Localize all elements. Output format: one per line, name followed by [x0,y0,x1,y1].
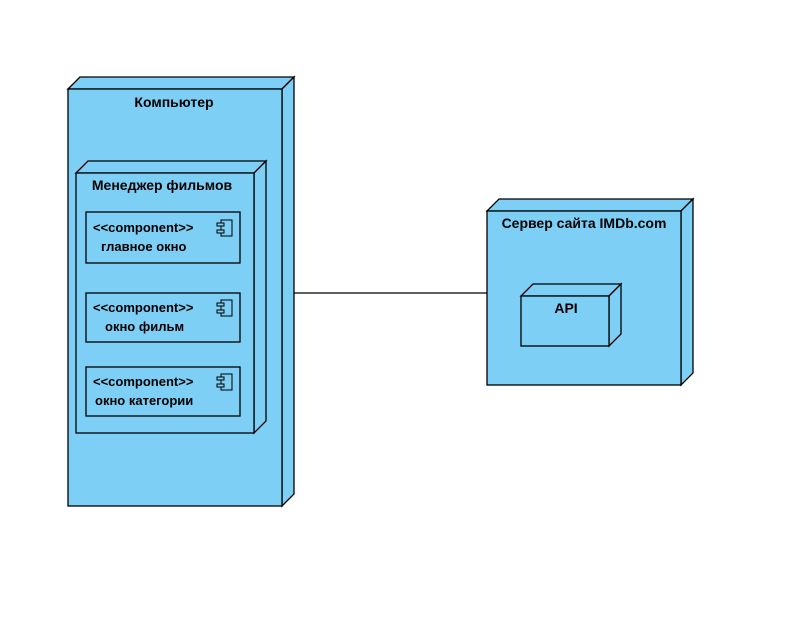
node-server-top [485,198,695,212]
node-api[interactable]: API [519,282,623,348]
node-api-top [519,283,623,297]
node-api-side [608,282,622,348]
node-api-title: API [554,300,577,316]
component-main-window[interactable]: <<component>> главное окно [85,211,241,264]
node-computer-side [281,75,295,508]
component-icon [216,299,233,317]
node-computer-top [66,76,296,90]
node-computer-title: Компьютер [134,94,213,110]
node-manager-title: Менеджер фильмов [92,177,233,193]
component-name: главное окно [101,239,187,254]
component-film-window[interactable]: <<component>> окно фильм [85,292,241,343]
component-box [85,292,241,343]
component-name: окно категории [95,393,193,408]
component-category-window[interactable]: <<component>> окно категории [85,366,241,417]
node-api-front [520,295,610,347]
component-box [85,211,241,264]
node-server-side [680,197,694,387]
node-server-title: Сервер сайта IMDb.com [502,215,667,231]
component-stereotype: <<component>> [93,220,194,235]
component-stereotype: <<component>> [93,300,194,315]
component-box [85,366,241,417]
node-manager-side [253,159,267,435]
component-icon [216,373,233,391]
component-stereotype: <<component>> [93,374,194,389]
component-icon [216,219,233,237]
node-manager-top [74,160,268,174]
component-name: окно фильм [105,319,184,334]
